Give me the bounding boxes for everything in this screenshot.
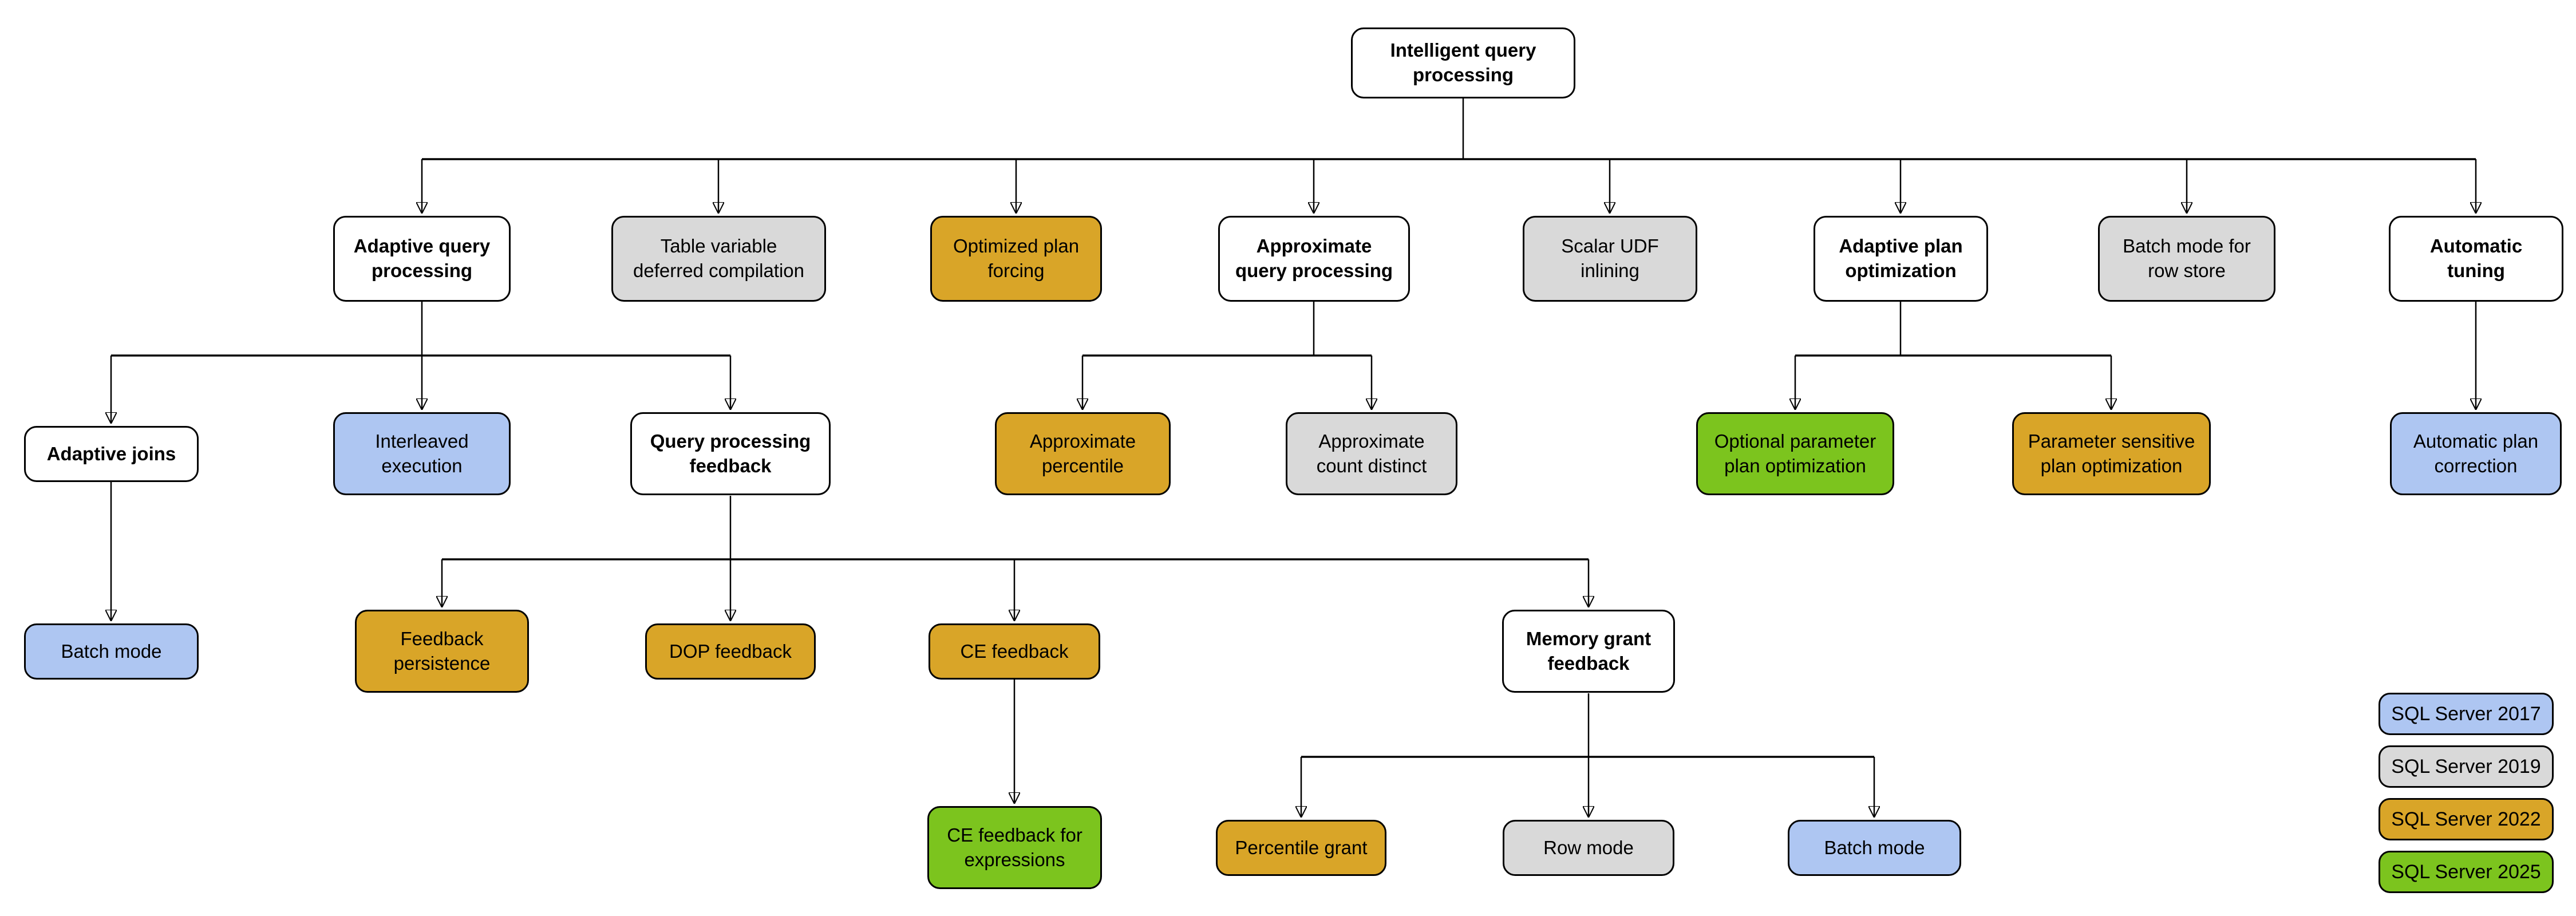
- node-table-variable-deferred-compilation: Table variable deferred compilation: [611, 216, 826, 302]
- node-adaptive-joins: Adaptive joins: [24, 426, 199, 482]
- node-approximate-count-distinct: Approximate count distinct: [1286, 412, 1457, 495]
- node-approximate-query-processing: Approximate query processing: [1218, 216, 1410, 302]
- node-dop-feedback: DOP feedback: [645, 623, 816, 680]
- node-automatic-tuning: Automatic tuning: [2389, 216, 2563, 302]
- node-approximate-percentile: Approximate percentile: [995, 412, 1171, 495]
- node-ce-feedback: CE feedback: [929, 623, 1100, 680]
- node-row-mode: Row mode: [1503, 820, 1674, 876]
- node-batch-mode-memory-grant: Batch mode: [1788, 820, 1961, 876]
- legend-item-sql-server-2017: SQL Server 2017: [2379, 693, 2554, 735]
- node-optimized-plan-forcing: Optimized plan forcing: [930, 216, 1102, 302]
- node-adaptive-query-processing: Adaptive query processing: [333, 216, 511, 302]
- node-interleaved-execution: Interleaved execution: [333, 412, 511, 495]
- node-batch-mode-adaptive-joins: Batch mode: [24, 623, 199, 680]
- node-optional-parameter-plan-optimization: Optional parameter plan optimization: [1696, 412, 1894, 495]
- connector-arrowheads: [111, 159, 2476, 816]
- node-memory-grant-feedback: Memory grant feedback: [1502, 610, 1675, 693]
- node-intelligent-query-processing: Intelligent query processing: [1351, 27, 1575, 98]
- node-feedback-persistence: Feedback persistence: [355, 610, 529, 693]
- node-automatic-plan-correction: Automatic plan correction: [2390, 412, 2562, 495]
- node-percentile-grant: Percentile grant: [1216, 820, 1386, 876]
- connector-lines: [111, 98, 2476, 758]
- node-scalar-udf-inlining: Scalar UDF inlining: [1523, 216, 1697, 302]
- node-ce-feedback-for-expressions: CE feedback for expressions: [927, 806, 1102, 889]
- node-parameter-sensitive-plan-optimization: Parameter sensitive plan optimization: [2012, 412, 2211, 495]
- legend-item-sql-server-2019: SQL Server 2019: [2379, 745, 2554, 788]
- node-adaptive-plan-optimization: Adaptive plan optimization: [1814, 216, 1988, 302]
- legend-item-sql-server-2022: SQL Server 2022: [2379, 798, 2554, 840]
- legend-item-sql-server-2025: SQL Server 2025: [2379, 851, 2554, 893]
- node-batch-mode-for-row-store: Batch mode for row store: [2098, 216, 2275, 302]
- node-query-processing-feedback: Query processing feedback: [630, 412, 831, 495]
